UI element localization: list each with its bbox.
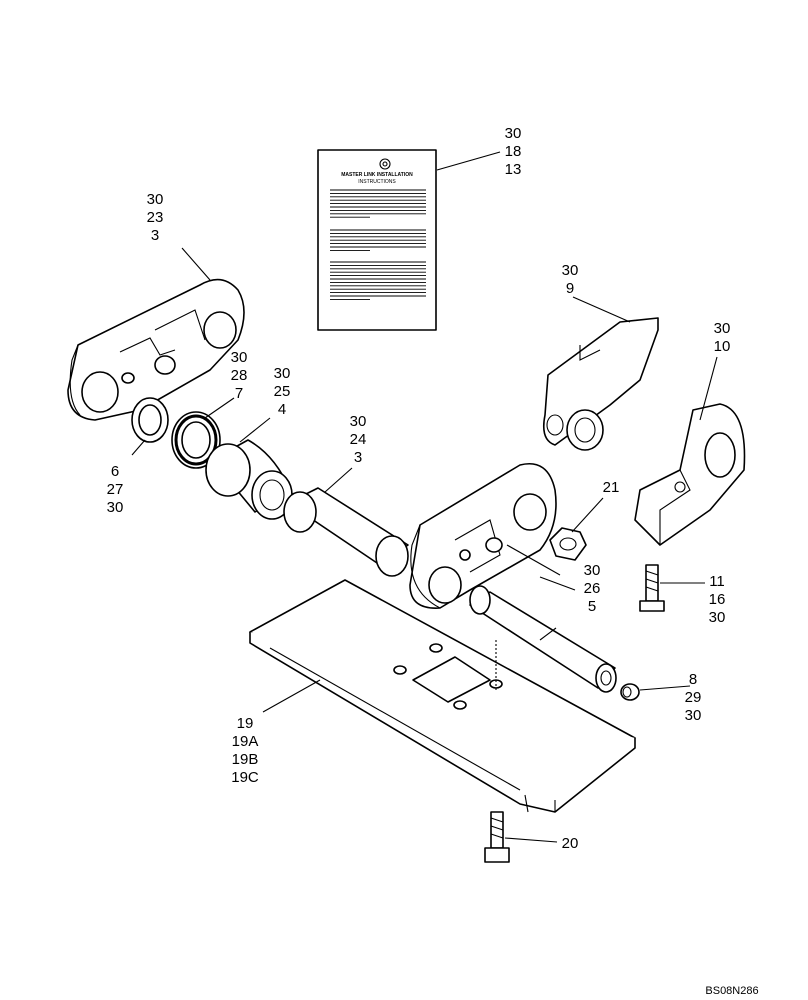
pin-3 (283, 487, 409, 577)
pin-5 (469, 585, 617, 693)
callout-number: 10 (714, 338, 731, 355)
callout-number: 30 (714, 320, 731, 337)
callout-number: 29 (685, 689, 702, 706)
callout-number: 30 (505, 125, 522, 142)
callout-number: 25 (274, 383, 291, 400)
callout-number: 4 (278, 401, 286, 418)
callout-number: 3 (354, 449, 362, 466)
callout-number: 30 (709, 609, 726, 626)
callout-number: 6 (111, 463, 119, 480)
right-link-10 (634, 403, 746, 546)
callout-number: 30 (350, 413, 367, 430)
callout-number: 26 (584, 580, 601, 597)
callout-labels: 3018133023330930103028730254302436273021… (107, 125, 731, 852)
callout-number: 30 (584, 562, 601, 579)
callout-number: 21 (603, 479, 620, 496)
bolt-11 (639, 564, 665, 612)
callout-number: 19 (237, 715, 254, 732)
instruction-card: MASTER LINK INSTALLATION INSTRUCTIONS (317, 149, 437, 331)
track-shoe (249, 579, 636, 813)
callout-number: 28 (231, 367, 248, 384)
card-title: MASTER LINK INSTALLATION (341, 172, 413, 178)
callout-number: 7 (235, 385, 243, 402)
callout-number: 30 (107, 499, 124, 516)
callout-number: 30 (685, 707, 702, 724)
callout-number: 5 (588, 598, 596, 615)
ring-6 (131, 397, 169, 443)
drawing-code: BS08N286 (705, 985, 758, 997)
seal-7 (171, 411, 221, 469)
callout-number: 30 (231, 349, 248, 366)
callout-number: 30 (274, 365, 291, 382)
callout-number: 20 (562, 835, 579, 852)
callout-number: 11 (709, 573, 725, 590)
card-subtitle: INSTRUCTIONS (358, 179, 396, 185)
callout-number: 23 (147, 209, 164, 226)
callout-number: 19B (232, 751, 259, 768)
callout-rlink9: 309 (562, 262, 579, 297)
center-master-link (409, 463, 557, 609)
nut-21 (549, 527, 587, 561)
callout-number: 3 (151, 227, 159, 244)
leader-lines (131, 151, 718, 843)
callout-number: 16 (709, 591, 726, 608)
callout-nut21: 21 (603, 479, 620, 496)
callout-bolt20: 20 (562, 835, 579, 852)
callout-number: 8 (689, 671, 697, 688)
right-link-9 (542, 317, 659, 451)
callout-number: 9 (566, 280, 574, 297)
plug-8 (620, 683, 640, 701)
callout-number: 30 (147, 191, 164, 208)
callout-number: 13 (505, 161, 522, 178)
callout-number: 19A (232, 733, 259, 750)
bolt-20 (484, 811, 510, 863)
callout-number: 18 (505, 143, 522, 160)
callout-number: 19C (231, 769, 259, 786)
left-outer-link (67, 278, 245, 421)
card-text-lines (330, 189, 426, 300)
callout-number: 24 (350, 431, 367, 448)
callout-number: 30 (562, 262, 579, 279)
callout-number: 27 (107, 481, 124, 498)
bushing-4 (205, 439, 293, 520)
